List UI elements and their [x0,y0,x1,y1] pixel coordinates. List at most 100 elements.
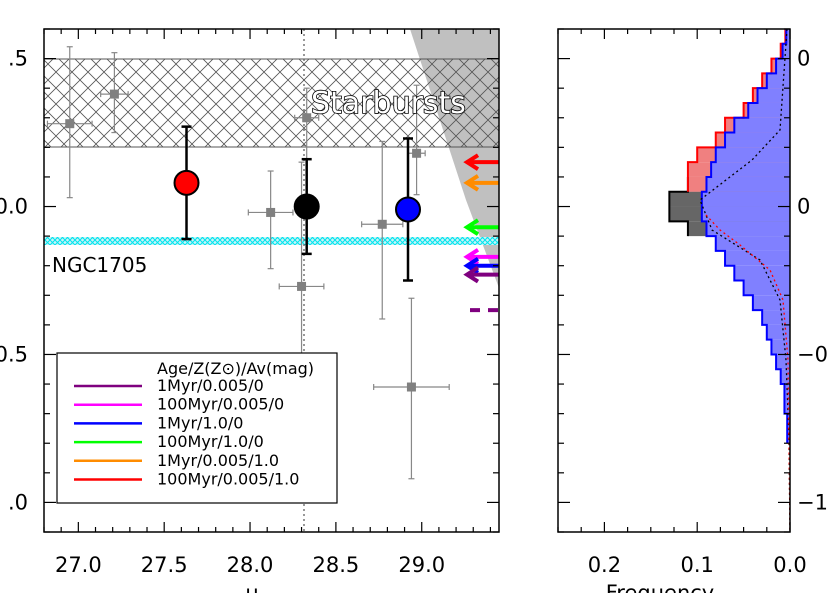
hist-bar [782,43,790,59]
x-tick-label: 0.0 [773,553,806,577]
y-tick-label: 0.5 [0,342,28,366]
grey-point-marker [377,219,387,229]
right-axis-ticks [557,28,791,533]
ngc1705-label: NGC1705 [52,253,147,277]
left-x-tick-labels: 27.0 27.5 28.0 28.5 29.0 [55,553,445,577]
legend-entry-3: 100Myr/1.0/0 [74,432,264,451]
legend-entry-1: 100Myr/0.005/0 [74,395,284,414]
legend-label: 1Myr/1.0/0 [157,413,243,432]
ngc1705-band [44,237,499,245]
starbursts-label: Starbursts [311,86,466,121]
grey-point-marker [406,382,416,392]
hist-bar [706,176,790,192]
x-tick-label: 0.2 [588,553,621,577]
hist-bar [715,236,790,251]
right-x-axis-label: Frequency [606,581,715,593]
grey-point-2 [247,170,294,270]
hist-bar [776,58,790,74]
hist-outline-2 [700,29,789,444]
hist-bar [748,102,790,118]
grey-point-1 [100,52,129,134]
hist-bar [711,162,790,177]
highlight-point-marker [173,169,200,196]
hist-bar [715,147,790,163]
model-arrow-head [463,218,480,236]
x-tick-label: 0.1 [680,553,713,577]
legend-entries: 1Myr/0.005/0100Myr/0.005/01Myr/1.0/0100M… [74,376,299,489]
right-x-tick-labels: 0.2 0.1 0.0 [588,553,807,577]
legend-label: 100Myr/0.005/1.0 [157,470,299,489]
hist-bar [725,132,790,148]
grey-point-marker [266,207,276,217]
legend-entry-0: 1Myr/0.005/0 [74,376,264,395]
hist-bar [752,295,790,311]
hist-bar [734,265,790,281]
x-tick-label: 28.5 [313,553,360,577]
hist-bar [706,221,790,237]
x-tick-label: 28.0 [227,553,274,577]
hist-bar [701,191,790,207]
model-arrow-5 [463,265,499,284]
model-arrow-head [463,174,480,192]
grey-point-marker [412,148,422,158]
left-panel-frame [43,28,500,533]
legend-label: 100Myr/1.0/0 [157,432,264,451]
grey-point-marker [302,113,312,123]
grey-point-marker [109,89,119,99]
hist-bar [743,280,790,296]
x-tick-label: 29.0 [398,553,445,577]
right-y-tick-label: 0 [797,195,810,219]
legend-label: 1Myr/0.005/1.0 [157,451,279,470]
model-arrow-0 [463,153,499,171]
hist-bar [762,310,790,325]
legend-entry-2: 1Myr/1.0/0 [74,413,243,432]
right-y-tick-label: −1 [797,490,828,514]
hist-bar [725,250,790,266]
grey-point-marker [297,281,307,291]
grey-point-7 [373,297,450,480]
y-tick-label: 0.0 [0,195,28,219]
model-arrow-head [463,153,480,171]
hist-series-2 [701,29,790,444]
highlight-point-1 [293,157,320,256]
hist-bar [701,206,790,222]
hist-bar [757,88,790,103]
model-arrow-2 [463,218,499,236]
highlight-point-0 [173,125,200,241]
left-y-tick-labels: .5 0.0 0.5 .0 [0,47,28,515]
x-tick-label: 27.0 [55,553,102,577]
hist-bar [780,369,790,385]
legend: Age/Z(Z⊙)/Av(mag) 1Myr/0.005/0100Myr/0.0… [56,352,338,504]
x-tick-label: 27.5 [141,553,188,577]
right-panel-frame [557,28,791,533]
left-x-axis-label: u [245,581,258,593]
dotted-black-curve [699,29,790,532]
hist-bar [771,339,790,355]
highlight-point-2 [395,137,421,282]
right-y-tick-label: 0 [797,47,810,71]
dotted-red-curve [705,214,790,532]
legend-entry-5: 100Myr/0.005/1.0 [74,470,299,489]
legend-label: 100Myr/0.005/0 [157,395,284,414]
grey-point-0 [46,46,93,199]
legend-title: Age/Z(Z⊙)/Av(mag) [157,359,314,378]
hist-bar [786,29,790,44]
grey-point-5 [361,140,404,320]
color-magnitude-panel: Starbursts NGC1705 .5 0.0 0.5 .0 27.0 27.5 28… [0,28,500,593]
legend-label: 1Myr/0.005/0 [157,376,264,395]
highlight-point-marker [293,193,320,220]
right-y-tick-labels: 00−0−1 [797,47,828,515]
hist-bar [734,117,790,133]
hist-bar [766,324,790,340]
histogram-bars [668,29,790,444]
starburst-band [44,58,499,148]
model-arrow-1 [463,174,499,192]
y-tick-label: .0 [8,490,28,514]
highlight-point-marker [395,196,421,223]
grey-point-marker [65,119,75,129]
highlighted-data-points [173,125,421,282]
model-arrow-head [463,265,480,284]
y-tick-label: .5 [8,47,28,71]
